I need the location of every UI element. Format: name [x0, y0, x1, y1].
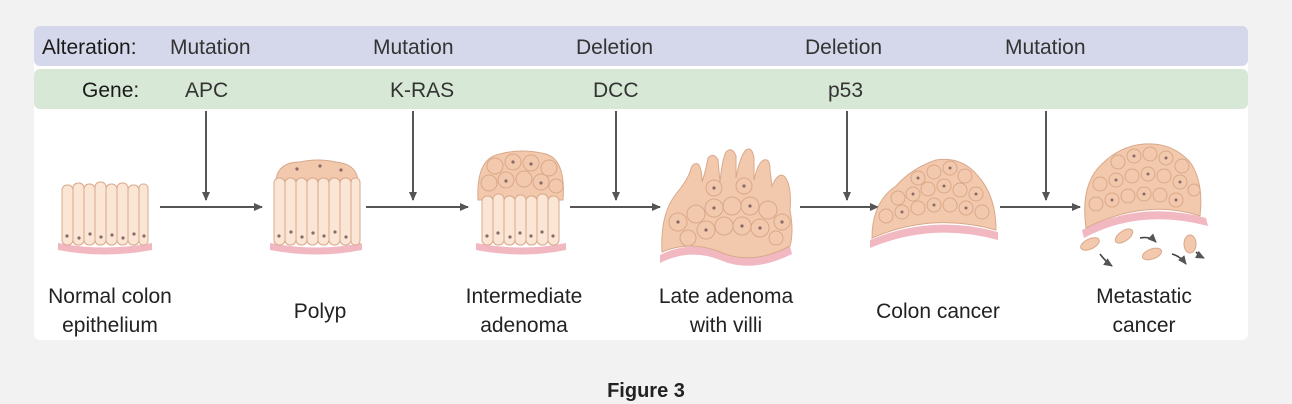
stage-label-late-adenoma: Late adenoma with villi — [636, 282, 816, 340]
stage-label-late-adenoma-line2: with villi — [689, 314, 763, 337]
stage-label-colon-cancer: Colon cancer — [848, 297, 1028, 326]
gene-1: APC — [185, 79, 229, 102]
stage-label-normal: Normal colon epithelium — [20, 282, 200, 340]
stage-label-intermediate-line1: Intermediate — [465, 285, 583, 308]
alteration-3: Deletion — [576, 36, 654, 59]
stage-label-normal-line1: Normal colon — [48, 285, 172, 308]
stage-label-intermediate-line2: adenoma — [480, 314, 568, 337]
alteration-row: Alteration: Mutation Mutation Deletion D… — [34, 26, 1248, 66]
intermediate-adenoma-illustration — [476, 150, 566, 255]
stage-label-polyp: Polyp — [230, 297, 410, 326]
gene-3: DCC — [593, 79, 639, 102]
alteration-4: Deletion — [805, 36, 883, 59]
metastatic-cancer-illustration — [1080, 143, 1208, 267]
normal-epithelium-illustration — [58, 181, 152, 255]
stage-label-metastatic-line2: cancer — [1112, 314, 1176, 337]
alteration-row-label: Alteration: — [42, 36, 137, 59]
gene-row: Gene: APC K-RAS DCC p53 — [34, 69, 1248, 109]
figure-caption: Figure 3 — [607, 380, 685, 402]
stage-label-metastatic-line1: Metastatic — [1096, 285, 1192, 308]
alteration-2: Mutation — [373, 36, 454, 59]
stage-label-intermediate: Intermediate adenoma — [434, 282, 614, 340]
late-adenoma-illustration — [660, 148, 793, 266]
stage-label-metastatic: Metastatic cancer — [1054, 282, 1234, 340]
polyp-illustration — [270, 159, 362, 255]
alteration-1: Mutation — [170, 36, 251, 59]
gene-arrows — [202, 111, 1050, 201]
stage-label-normal-line2: epithelium — [62, 314, 158, 337]
gene-2: K-RAS — [390, 79, 455, 102]
alteration-5: Mutation — [1005, 36, 1086, 59]
migrating-cells — [1080, 228, 1197, 261]
gene-row-label: Gene: — [82, 79, 140, 102]
gene-4: p53 — [828, 79, 864, 102]
colon-cancer-illustration — [870, 158, 998, 248]
stage-label-polyp-line1: Polyp — [293, 300, 347, 323]
stage-label-colon-cancer-line1: Colon cancer — [876, 300, 1000, 323]
stage-label-late-adenoma-line1: Late adenoma — [658, 285, 794, 308]
